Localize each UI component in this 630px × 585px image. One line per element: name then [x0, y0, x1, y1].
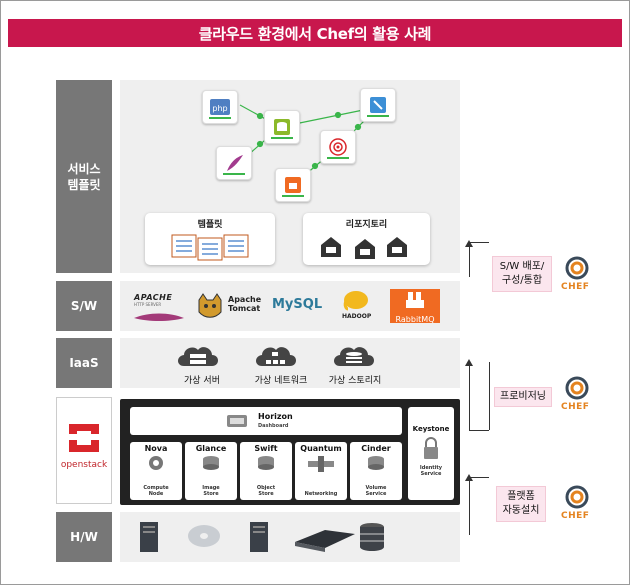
chef-logo-icon	[565, 256, 589, 280]
chef-logo-text: CHEF	[561, 511, 590, 521]
layer-label-service-template: 서비스 템플릿	[56, 80, 112, 273]
tomcat-icon	[198, 293, 222, 318]
apache-logo-sub: HTTP SERVER	[134, 302, 162, 307]
chef-logo-icon	[565, 485, 589, 509]
service-quantum-desc: Networking	[304, 491, 338, 497]
service-tile-wifi-icon	[320, 130, 356, 164]
arrow-up-icon	[465, 240, 473, 247]
connector-line-3	[469, 477, 470, 535]
iaas-panel: 가상 서버 가상 네트워크 가상 스토리지	[120, 338, 460, 388]
keystone-subtitle: Identity Service	[419, 465, 443, 477]
apache-feather-icon	[134, 313, 184, 321]
service-swift-desc: Object Store	[256, 485, 276, 497]
service-cinder-name: Cinder	[361, 444, 391, 453]
horizon-title: Horizon	[258, 412, 293, 421]
tomcat-logo-text: Apache Tomcat	[228, 295, 262, 313]
layer-label-sw: S/W	[56, 281, 112, 331]
service-tile-database-icon	[264, 110, 300, 144]
template-documents-icon	[171, 234, 249, 261]
connector-line-2	[469, 362, 470, 430]
service-quantum-name: Quantum	[300, 444, 342, 453]
service-tile-php-icon: php	[202, 90, 238, 124]
keystone-box: Keystone Identity Service	[408, 407, 454, 500]
connector-line-2v	[489, 362, 490, 430]
chef-logo-icon	[565, 376, 589, 400]
server-tower-icon	[140, 522, 158, 552]
service-cinder: Cinder Volume Service	[350, 442, 402, 500]
repository-label: 리포지토리	[345, 220, 388, 230]
gear-icon	[149, 456, 163, 470]
service-cinder-desc: Volume Service	[365, 485, 387, 497]
chef-label-platform-install: 플랫폼 자동설치	[496, 486, 546, 522]
service-glance: Glance Image Store	[185, 442, 237, 500]
svg-text:php: php	[212, 104, 227, 113]
arrow-up-icon	[465, 359, 473, 366]
service-quantum: Quantum Networking	[295, 442, 347, 500]
arrow-up-icon	[465, 474, 473, 481]
iaas-item-virtual-storage: 가상 스토리지	[328, 376, 382, 386]
page-title: 클라우드 환경에서 Chef의 활용 사례	[8, 19, 622, 47]
chef-label-sw-deploy: S/W 배포/ 구성/통합	[492, 256, 552, 292]
rabbitmq-icon	[406, 292, 424, 308]
hadoop-elephant-icon	[343, 291, 368, 311]
service-glance-desc: Image Store	[202, 485, 220, 497]
service-tile-rabbitmq-icon	[275, 168, 311, 202]
service-swift-name: Swift	[254, 444, 278, 453]
keystone-title: Keystone	[412, 425, 450, 433]
cd-disk-icon	[188, 525, 220, 547]
chef-logo-text: CHEF	[561, 282, 590, 292]
chef-label-provisioning: 프로비저닝	[494, 387, 552, 407]
volume-icon	[368, 456, 384, 470]
connector-line-2h	[469, 430, 489, 431]
service-nova: Nova Compute Node	[130, 442, 182, 500]
object-store-icon	[258, 456, 274, 470]
hw-panel	[120, 512, 460, 562]
mysql-logo-text: MySQL	[272, 297, 323, 312]
service-nova-desc: Compute Node	[143, 485, 169, 497]
service-swift: Swift Object Store	[240, 442, 292, 500]
openstack-logo-text: openstack	[60, 460, 108, 470]
service-template-panel: php 템플릿 리포지토리	[120, 80, 460, 273]
openstack-panel: Horizon Dashboard Keystone Identity Serv…	[120, 399, 460, 505]
disk-icon	[203, 456, 219, 470]
openstack-logo: openstack	[56, 397, 112, 504]
layer-label-hw: H/W	[56, 512, 112, 562]
rabbitmq-logo: RabbitMQ	[390, 289, 440, 324]
horizon-subtitle: Dashboard	[258, 423, 289, 429]
iaas-cloud-icons	[178, 347, 374, 366]
horizon-box: Horizon Dashboard	[130, 407, 402, 435]
connector-line-1h	[469, 242, 489, 243]
server-tower-2-icon	[250, 522, 268, 552]
apache-logo: APACHE HTTP SERVER	[134, 293, 184, 326]
service-tile-tool-icon	[360, 88, 396, 122]
lock-icon	[424, 437, 438, 459]
repository-icon	[321, 237, 407, 259]
template-label: 템플릿	[197, 220, 223, 230]
sw-panel: APACHE HTTP SERVER Apache Tomcat MySQL H…	[120, 281, 460, 331]
rabbitmq-logo-text: RabbitMQ	[395, 315, 435, 324]
layer-label-iaas: IaaS	[56, 338, 112, 388]
template-box: 템플릿	[145, 213, 275, 265]
rack-server-icon	[295, 530, 355, 552]
iaas-item-virtual-network: 가상 네트워크	[254, 376, 308, 386]
service-nova-name: Nova	[144, 444, 168, 453]
service-glance-name: Glance	[195, 444, 227, 453]
iaas-item-virtual-server: 가상 서버	[184, 376, 220, 386]
service-tile-feather-icon	[216, 146, 252, 180]
connector-line-3h	[469, 477, 489, 478]
apache-logo-text: APACHE	[134, 293, 173, 302]
network-pipe-icon	[308, 456, 334, 472]
hardware-icons	[140, 522, 384, 552]
connector-line-1	[469, 242, 470, 277]
repository-box: 리포지토리	[303, 213, 430, 265]
hadoop-logo-text: HADOOP	[342, 313, 372, 320]
chef-logo-text: CHEF	[561, 402, 590, 412]
dashboard-icon	[227, 415, 247, 427]
openstack-icon	[69, 424, 99, 452]
storage-cylinder-icon	[360, 523, 384, 551]
